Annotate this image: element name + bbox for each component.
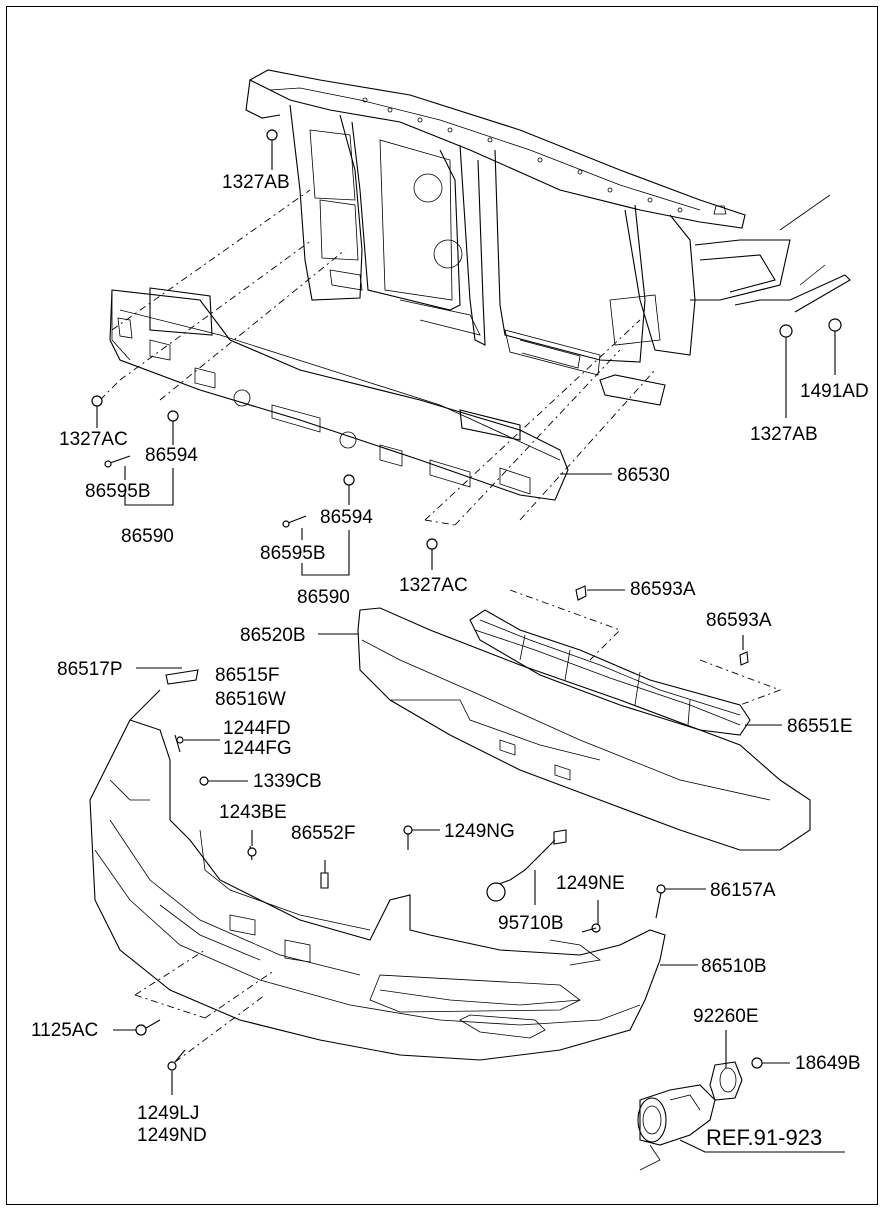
label-1243BE: 1243BE: [219, 802, 287, 823]
label-1249NE: 1249NE: [556, 873, 625, 894]
label-ref-91-923: REF.91-923: [706, 1125, 823, 1150]
label-95710B: 95710B: [498, 913, 564, 934]
radiator-support-panel: [245, 69, 851, 406]
label-1327AC-center: 1327AC: [399, 575, 468, 596]
label-1327AC-left: 1327AC: [59, 429, 128, 450]
diagram-frame: [6, 6, 878, 1205]
label-86551E: 86551E: [787, 716, 853, 737]
label-86530: 86530: [617, 465, 670, 486]
bumper-beam-86530: [109, 287, 569, 501]
label-86517P: 86517P: [57, 659, 123, 680]
label-92260E: 92260E: [693, 1006, 759, 1027]
fasteners: [91, 129, 842, 1071]
leader-lines: [96, 140, 845, 1153]
assembly-lines-upper: [99, 189, 656, 526]
label-86595B-left: 86595B: [85, 481, 151, 502]
label-86594-left: 86594: [145, 445, 198, 466]
label-1249ND: 1249ND: [137, 1125, 207, 1146]
label-86590-center: 86590: [297, 587, 350, 608]
label-1249LJ: 1249LJ: [137, 1103, 200, 1124]
label-1125AC: 1125AC: [31, 1020, 99, 1041]
label-86515F: 86515F: [215, 665, 280, 686]
energy-absorber-86520B: [357, 607, 811, 851]
label-86157A: 86157A: [710, 880, 776, 901]
fog-lamp-assembly: [637, 1061, 743, 1171]
label-86590-left: 86590: [121, 526, 174, 547]
label-86516W: 86516W: [215, 689, 286, 710]
lower-grille-86551E: [469, 589, 782, 736]
label-86595B-center: 86595B: [260, 543, 326, 564]
label-86520B: 86520B: [240, 625, 306, 646]
label-1249NG: 1249NG: [444, 821, 515, 842]
label-86593A-lower: 86593A: [706, 610, 772, 631]
label-18649B: 18649B: [795, 1053, 861, 1074]
bumper-cover-86510B: [89, 719, 666, 1063]
label-1339CB: 1339CB: [253, 771, 322, 792]
label-1244FG: 1244FG: [223, 738, 292, 759]
label-1491AD: 1491AD: [800, 381, 869, 402]
label-1327AB-top: 1327AB: [222, 172, 290, 193]
label-86594-center: 86594: [320, 507, 373, 528]
label-1244FD: 1244FD: [223, 718, 291, 739]
label-86552F: 86552F: [291, 823, 356, 844]
label-1327AB-right: 1327AB: [750, 424, 818, 445]
label-86510B: 86510B: [701, 956, 767, 977]
label-86593A-upper: 86593A: [630, 579, 696, 600]
